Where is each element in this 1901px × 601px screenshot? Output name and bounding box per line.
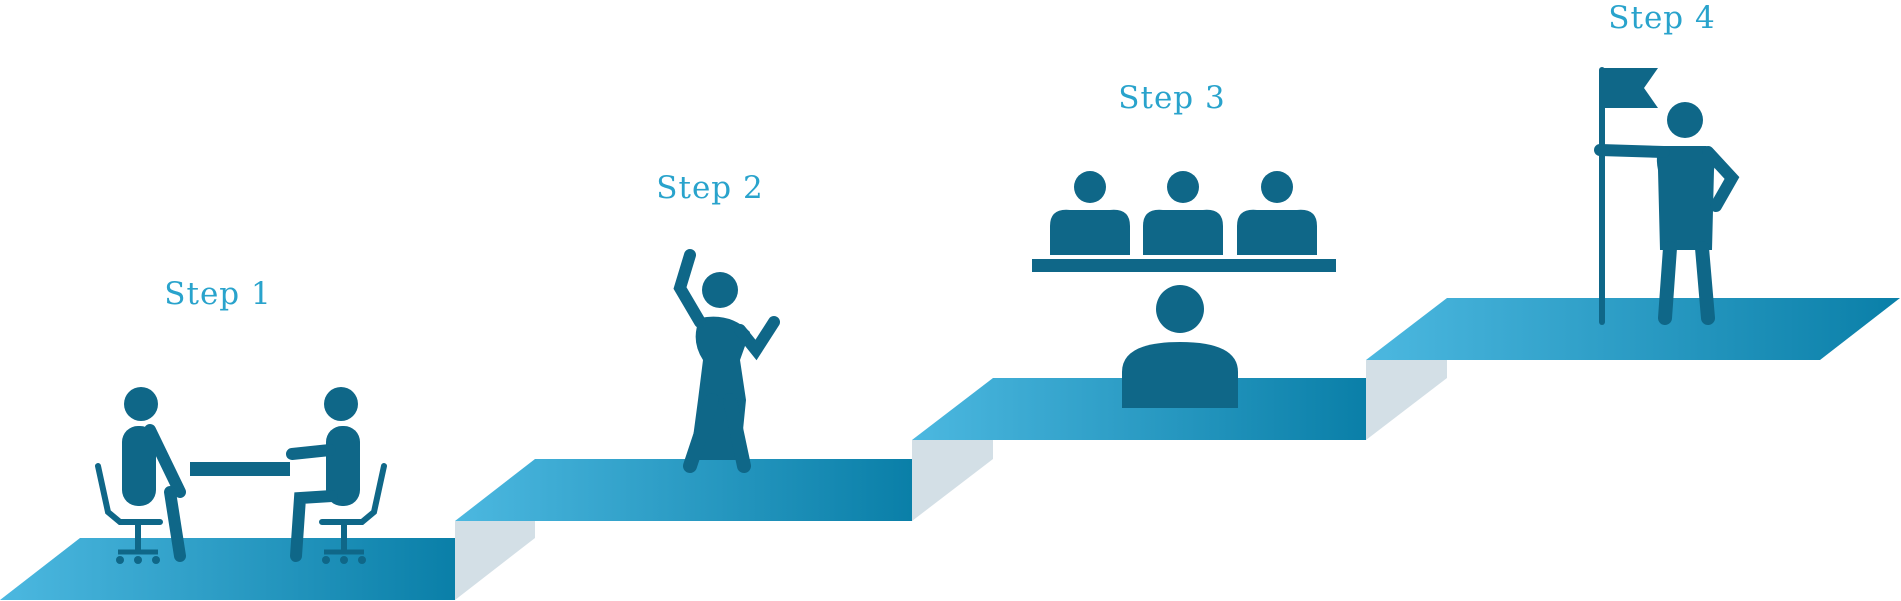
riser-step-3 (912, 440, 993, 521)
platform-step-3 (912, 378, 1366, 440)
riser-step-2 (455, 521, 535, 600)
interview-icon (95, 387, 387, 564)
step-1-label: Step 1 (164, 276, 272, 312)
platform-step-1 (0, 538, 455, 600)
platform-step-4 (1366, 298, 1900, 360)
waving-person-icon (673, 249, 780, 473)
step-3-label: Step 3 (1118, 80, 1226, 116)
riser-step-4 (1366, 360, 1447, 440)
flag-holder-icon (1594, 67, 1740, 325)
staircase (0, 298, 1900, 600)
step-2-label: Step 2 (656, 170, 764, 206)
platform-step-2 (455, 459, 912, 521)
step-4-label: Step 4 (1608, 0, 1716, 36)
panel-interview-icon (1032, 171, 1336, 408)
